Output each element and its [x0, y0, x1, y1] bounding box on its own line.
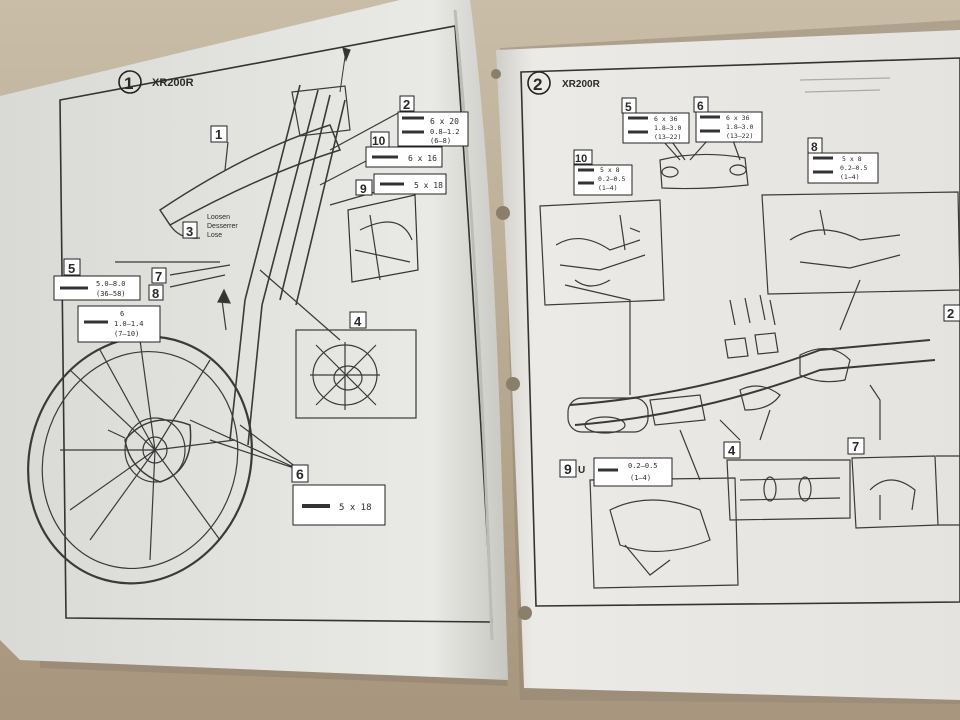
spec-text: 5 x 8 [600, 166, 620, 174]
callout-7: 7 [852, 439, 859, 454]
spec-text: (1–4) [840, 173, 860, 181]
spec-text: (7–10) [114, 330, 139, 338]
spec-text: (36–58) [96, 290, 126, 298]
spec-text: 6 x 20 [430, 117, 459, 126]
loosen-label: Desserrer [207, 223, 238, 230]
callout-7: 7 [155, 269, 162, 284]
right-page-header: 2 XR200R [527, 71, 601, 95]
spec-text: (13–22) [654, 133, 681, 141]
binder-hole [518, 606, 532, 620]
spec-text: 0.8–1.2 [430, 128, 460, 136]
spec-box-8 [77, 305, 161, 343]
spec-text: 6 x 16 [408, 154, 437, 163]
callout-8: 8 [152, 286, 159, 301]
spec-box-9 [373, 173, 447, 195]
spec-text: 5 x 18 [339, 503, 372, 513]
spec-text: (1–4) [630, 474, 651, 482]
spec-text: 5 x 18 [414, 181, 443, 190]
spec-box-10 [365, 146, 443, 168]
callout-9: 9 [360, 182, 367, 196]
callout-5: 5 [68, 261, 75, 276]
spec-text: 1.8–3.0 [726, 123, 753, 131]
callout-9: 9 [564, 461, 572, 477]
binder-hole [491, 69, 501, 79]
spec-box-9 [593, 457, 673, 487]
callout-2: 2 [403, 97, 410, 112]
callout-4: 4 [728, 443, 736, 458]
loosen-label: Lose [207, 232, 222, 239]
callout-6: 6 [697, 99, 704, 113]
spec-text: 5.0–8.0 [96, 280, 126, 288]
spec-text: 1.0–1.4 [114, 320, 144, 328]
spec-text: (13–22) [726, 132, 753, 140]
spec-text: 0.2–0.5 [598, 175, 625, 183]
callout-4: 4 [354, 314, 362, 329]
spec-text: 6 [120, 310, 124, 318]
right-page [496, 30, 960, 700]
callout-1: 1 [215, 127, 222, 142]
left-page-header: 1 XR200R [118, 70, 194, 94]
callout-10: 10 [575, 153, 587, 165]
loosen-label: Loosen [207, 214, 230, 221]
page-number-circle: 2 [533, 75, 542, 94]
callout-6: 6 [296, 466, 304, 482]
spec-text: 1.8–3.0 [654, 124, 681, 132]
spec-text: 0.2–0.5 [628, 462, 658, 470]
callout-8: 8 [811, 140, 818, 154]
callout-2: 2 [947, 306, 954, 321]
callout-10: 10 [372, 134, 386, 148]
callout-5: 5 [625, 100, 632, 114]
handlebar-exploded-drawing [539, 77, 960, 589]
spec-text: 6 x 36 [726, 114, 750, 122]
binder-hole [506, 377, 520, 391]
spec-text: 0.2–0.5 [840, 164, 867, 172]
binder-hole [496, 206, 510, 220]
model-name: XR200R [152, 77, 194, 89]
spec-text: (1–4) [598, 184, 618, 192]
model-name: XR200R [562, 79, 601, 90]
page-number-circle: 1 [124, 74, 133, 93]
spec-text: 5 x 8 [842, 155, 862, 163]
spec-text: (6–8) [430, 137, 451, 145]
front-fork-exploded-drawing [27, 47, 419, 585]
left-page [0, 0, 508, 680]
spec-text: U [578, 465, 585, 476]
callout-3: 3 [186, 224, 193, 239]
spec-text: 6 x 36 [654, 115, 678, 123]
